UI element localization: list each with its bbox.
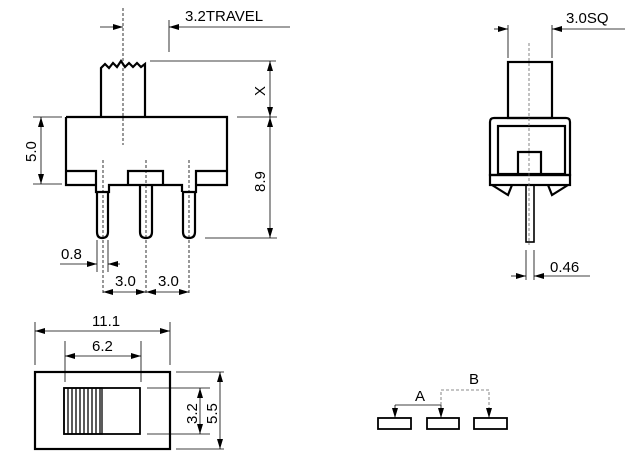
contact-block [516, 150, 543, 173]
pin-width-label: 0.8 [61, 246, 82, 263]
top-view: 11.1 6.2 3.2 5.5 [33, 313, 224, 451]
switch-body [64, 115, 229, 194]
slot-width-label: 3.2 [184, 403, 201, 424]
front-view: 3.2TRAVEL X 8.9 5.0 0.8 3.0 3.0 [23, 8, 290, 295]
length-label: 11.1 [92, 313, 120, 330]
width-label: 5.5 [204, 403, 221, 424]
slot-length-label: 6.2 [92, 338, 113, 355]
body-height-label: 5.0 [23, 141, 40, 162]
pitch-1-label: 3.0 [115, 273, 136, 290]
actuator [506, 60, 554, 120]
actuator-square-label: 3.0SQ [566, 10, 609, 27]
position-b-label: B [469, 371, 479, 388]
actuator-grip [63, 387, 103, 435]
pad-2 [426, 417, 460, 430]
total-height-label: 8.9 [252, 171, 269, 192]
pin [525, 184, 535, 243]
position-a-label: A [415, 388, 425, 405]
pin-left [95, 192, 110, 240]
pin-thickness-label: 0.46 [550, 259, 579, 276]
pad-3 [473, 417, 508, 430]
housing-inner [496, 124, 567, 176]
switch-schematic: A B [377, 371, 508, 430]
pad-1 [377, 417, 412, 430]
housing [488, 116, 572, 177]
x-label: X [252, 86, 269, 96]
pitch-2-label: 3.0 [158, 273, 179, 290]
side-view: 3.0SQ 0.46 [488, 10, 625, 280]
travel-label: 3.2TRAVEL [185, 8, 263, 25]
base [488, 173, 572, 187]
legs [491, 184, 569, 197]
top-housing [33, 370, 172, 451]
